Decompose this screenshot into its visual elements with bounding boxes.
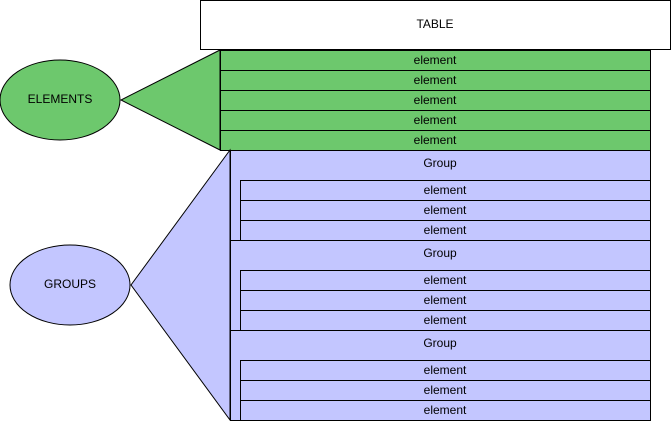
groups-connector-triangle [130,148,231,421]
group-element-label: element [424,293,467,307]
group-element-label: element [424,273,467,287]
element-row: element [220,70,651,91]
element-row: element [220,90,651,111]
group-element-label: element [424,313,467,327]
group-element-row: element [240,220,651,241]
table-box-rect [200,0,671,50]
group-element-label: element [424,363,467,377]
element-row: element [220,50,651,71]
group-element-row: element [240,360,651,381]
groups-list: GroupelementelementelementGroupelementel… [230,150,651,421]
group-element-label: element [424,223,467,237]
group-element-label: element [424,183,467,197]
element-row-label: element [414,113,457,127]
groups-ellipse [9,244,131,326]
group-label: Group [423,246,457,260]
group-element-label: element [424,383,467,397]
element-row: element [220,130,651,151]
elements-connector-triangle [119,49,221,151]
group-label: Group [423,156,457,170]
group-element-row: element [240,310,651,331]
group-label: Group [423,336,457,350]
group-element-row: element [240,290,651,311]
element-row-label: element [414,73,457,87]
group-element-row: element [240,270,651,291]
group-element-row: element [240,200,651,221]
table-label: TABLE [416,17,453,31]
element-row-label: element [414,93,457,107]
table-box: TABLE [200,0,671,50]
element-row: element [220,110,651,131]
group-element-row: element [240,400,651,421]
group-element-row: element [240,180,651,201]
group-element-label: element [424,403,467,417]
elements-callout: ELEMENTS [0,49,221,151]
group-block: Group element element element [230,240,651,331]
group-element-row: element [240,380,651,401]
element-row-label: element [414,53,457,67]
group-block: Group element element element [230,150,651,241]
element-row-label: element [414,133,457,147]
group-block: Group element element element [230,330,651,421]
elements-callout-label: ELEMENTS [28,92,93,106]
elements-ellipse [0,59,121,141]
groups-callout-label: GROUPS [44,277,96,291]
groups-callout: GROUPS [9,148,231,421]
elements-list: element element element element element [220,50,651,151]
group-element-label: element [424,203,467,217]
